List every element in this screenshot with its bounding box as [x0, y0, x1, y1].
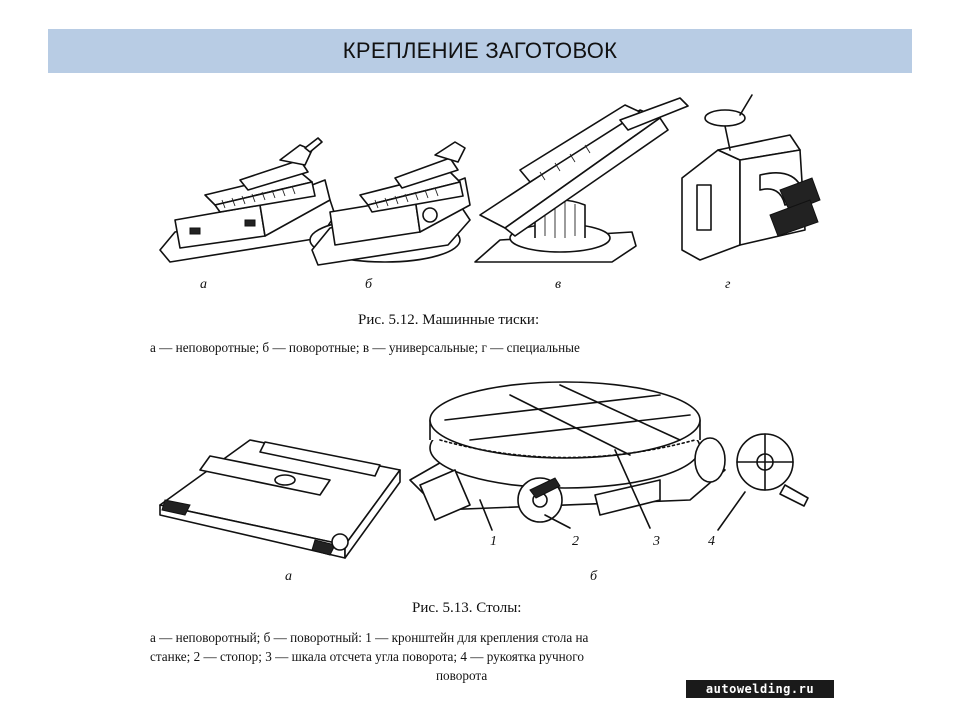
- figure2-caption-line-2: станке; 2 — стопор; 3 — шкала отсчета уг…: [150, 649, 584, 664]
- page-title: КРЕПЛЕНИЕ ЗАГОТОВОК: [342, 38, 618, 63]
- table-b-drawing: [409, 381, 809, 531]
- vise-g-drawing: [681, 94, 821, 261]
- figure2-caption-title: Рис. 5.13. Столы:: [412, 600, 522, 616]
- part-number-4: 4: [708, 534, 715, 549]
- vise-label-g: г: [725, 277, 731, 292]
- table-label-a: а: [285, 569, 292, 584]
- table-a-drawing: [159, 439, 401, 559]
- vise-v-drawing: [474, 97, 689, 263]
- vise-label-v: в: [555, 277, 561, 292]
- vise-label-b: б: [365, 277, 373, 292]
- vise-label-a: а: [200, 277, 207, 292]
- figure1-caption-text: а — неповоротные; б — поворотные; в — ун…: [150, 340, 580, 355]
- figure2-caption-line-1: а — неповоротный; б — поворотный: 1 — кр…: [150, 630, 589, 645]
- figure2-caption-line-3: поворота: [436, 668, 488, 683]
- watermark: autowelding.ru: [686, 680, 834, 698]
- vise-b-drawing: [309, 141, 471, 266]
- vise-a-drawing: [159, 137, 336, 263]
- table-label-b: б: [590, 569, 598, 584]
- part-number-2: 2: [572, 534, 579, 549]
- figure1-caption-title: Рис. 5.12. Машинные тиски:: [358, 312, 540, 328]
- part-number-1: 1: [490, 534, 497, 549]
- part-number-3: 3: [652, 534, 660, 549]
- title-bar: КРЕПЛЕНИЕ ЗАГОТОВОК: [48, 29, 912, 73]
